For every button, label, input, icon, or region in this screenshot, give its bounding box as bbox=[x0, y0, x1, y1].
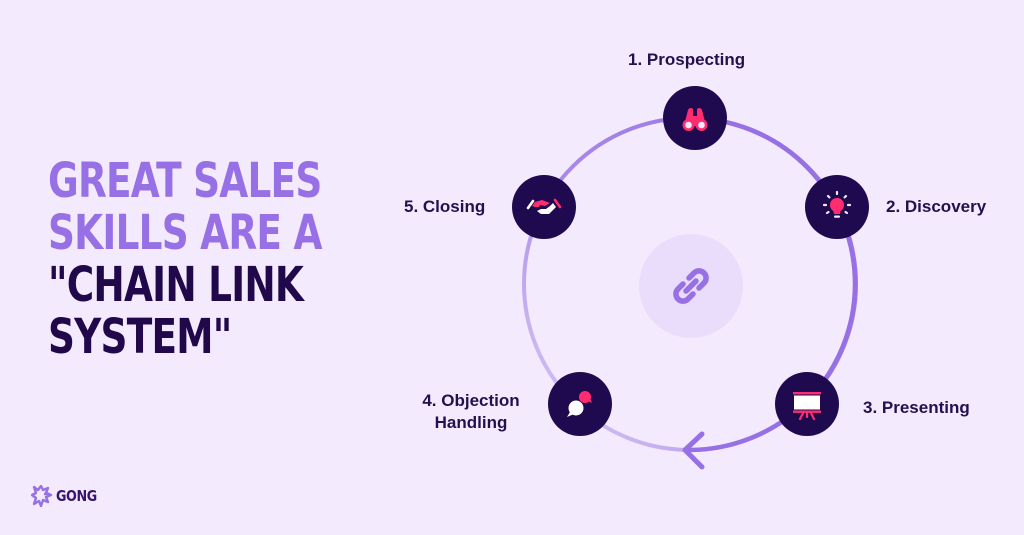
chain-link-icon bbox=[673, 268, 709, 304]
step-label-presenting: 3. Presenting bbox=[863, 398, 970, 417]
step-node-prospecting bbox=[663, 86, 727, 150]
chat-bubbles-icon bbox=[567, 391, 592, 417]
step-node-objection-handling bbox=[548, 372, 612, 436]
headline-line-2: SKILLS ARE A bbox=[48, 205, 322, 261]
step-label-objection-handling: 4. Objection Handling bbox=[416, 390, 526, 434]
step-label-objection-line1: 4. Objection bbox=[422, 391, 520, 410]
step-node-closing bbox=[512, 175, 576, 239]
step-node-discovery bbox=[805, 175, 869, 239]
gong-logo-text: GONG bbox=[56, 487, 97, 505]
gong-starburst-icon bbox=[31, 485, 53, 507]
step-label-discovery: 2. Discovery bbox=[886, 197, 987, 216]
step-label-closing: 5. Closing bbox=[404, 197, 486, 216]
headline-line-4: SYSTEM" bbox=[48, 309, 232, 365]
cycle-arrowhead-icon bbox=[682, 431, 705, 470]
center-chain-link-badge bbox=[639, 234, 743, 338]
headline-line-1: GREAT SALES bbox=[48, 153, 322, 209]
lightbulb-icon bbox=[822, 190, 852, 218]
headline: GREAT SALES SKILLS ARE A "CHAIN LINK SYS… bbox=[48, 155, 322, 363]
headline-line-3: "CHAIN LINK bbox=[48, 257, 304, 313]
step-node-presenting bbox=[775, 372, 839, 436]
gong-logo: GONG bbox=[31, 485, 104, 507]
presentation-board-icon bbox=[793, 392, 821, 421]
handshake-icon bbox=[526, 198, 562, 214]
step-label-prospecting: 1. Prospecting bbox=[628, 50, 746, 69]
binoculars-icon bbox=[682, 108, 708, 131]
step-label-objection-line2: Handling bbox=[434, 413, 508, 432]
